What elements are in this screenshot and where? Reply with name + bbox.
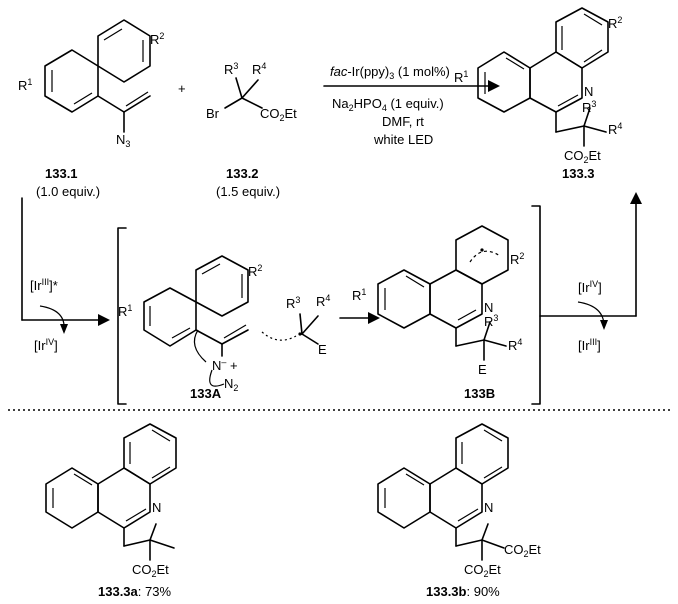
- intermediate-133a-structure: R1 R2 N– N2 + R3 R4 E: [118, 255, 330, 393]
- svg-text:R4: R4: [316, 293, 330, 309]
- reactant-133-2-equiv: (1.5 equiv.): [216, 184, 280, 199]
- svg-text:CO2Et: CO2Et: [260, 106, 297, 123]
- svg-text:R3: R3: [224, 61, 238, 77]
- svg-text:R2: R2: [608, 15, 622, 31]
- reactant-133-1-equiv: (1.0 equiv.): [36, 184, 100, 199]
- svg-text:R2: R2: [150, 31, 164, 47]
- ir-iv-label-left: [IrIV]: [34, 337, 58, 353]
- svg-text:R2: R2: [248, 263, 262, 279]
- ir-curved-arrow: [39, 305, 65, 331]
- reactant-133-2-structure: Br R3 R4 CO2Et: [206, 61, 297, 123]
- svg-text:N: N: [484, 500, 493, 515]
- svg-text:R3: R3: [286, 295, 300, 311]
- svg-text:N: N: [484, 300, 493, 315]
- product-133-3-label: 133.3: [562, 166, 595, 181]
- base-text: Na2HPO4 (1 equiv.): [332, 96, 444, 113]
- svg-text:R1: R1: [118, 303, 132, 319]
- svg-text:R4: R4: [252, 61, 266, 77]
- svg-text:+: +: [230, 358, 238, 373]
- ir-curved-arrow-right: [577, 301, 605, 327]
- svg-text:Br: Br: [206, 106, 220, 121]
- svg-text:E: E: [318, 342, 327, 357]
- svg-text:R1: R1: [454, 69, 468, 85]
- plus-sign: +: [178, 81, 186, 96]
- light-text: white LED: [373, 132, 433, 147]
- svg-text:N: N: [584, 84, 593, 99]
- ir-excited-label: [IrIII]*: [30, 277, 58, 293]
- svg-text:R1: R1: [352, 287, 366, 303]
- r1-label: R: [18, 78, 27, 93]
- reactant-133-1-structure: R1 R2 N3: [18, 19, 164, 149]
- left-bracket: [117, 227, 127, 405]
- right-bracket: [531, 205, 541, 405]
- svg-text:R2: R2: [510, 251, 524, 267]
- forward-arrowhead: [488, 80, 500, 92]
- example-133-3b-structure: N CO2Et CO2Et: [377, 423, 541, 579]
- svg-text:N–: N–: [212, 357, 226, 373]
- svg-text:R3: R3: [484, 313, 498, 329]
- svg-text:R4: R4: [608, 121, 622, 137]
- svg-text:N3: N3: [116, 132, 130, 149]
- solvent-text: DMF, rt: [382, 114, 424, 129]
- product-133-3-structure: N R2 R1 R3 R4 CO2Et: [454, 7, 622, 165]
- svg-text:CO2Et: CO2Et: [504, 542, 541, 559]
- ir-iv-label-right: [IrIV]: [578, 279, 602, 295]
- catalyst-text: fac-Ir(ppy)3 (1 mol%): [330, 64, 450, 81]
- svg-text:E: E: [478, 362, 487, 377]
- example-133-3a-caption: 133.3a: 73%: [98, 584, 171, 599]
- intermediate-133a-label: 133A: [190, 386, 222, 401]
- ir-iii-label: [IrIII]: [578, 337, 601, 353]
- intermediate-133b-label: 133B: [464, 386, 495, 401]
- reactant-133-2-label: 133.2: [226, 166, 259, 181]
- svg-text:N2: N2: [224, 376, 238, 393]
- example-133-3b-caption: 133.3b: 90%: [426, 584, 500, 599]
- example-133-3a-structure: N CO2Et: [45, 423, 177, 579]
- svg-text:N: N: [152, 500, 161, 515]
- svg-text:R3: R3: [582, 99, 596, 115]
- svg-text:CO2Et: CO2Et: [564, 148, 601, 165]
- svg-text:R4: R4: [508, 337, 522, 353]
- svg-text:CO2Et: CO2Et: [132, 562, 169, 579]
- svg-text:CO2Et: CO2Et: [464, 562, 501, 579]
- reactant-133-1-label: 133.1: [45, 166, 78, 181]
- intermediate-133b-structure: R1 R2 N R3 R4 E: [352, 225, 524, 377]
- svg-text:R1: R1: [18, 77, 32, 93]
